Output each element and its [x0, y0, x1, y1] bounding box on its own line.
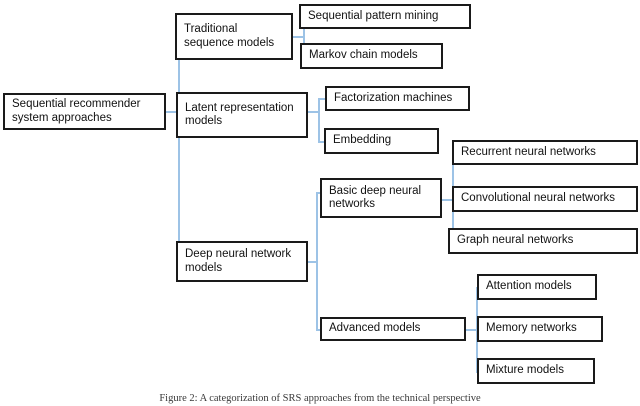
- connector-basic-stub: [441, 199, 453, 201]
- node-advanced-models[interactable]: Advanced models: [320, 317, 466, 341]
- connector-latent-trunk: [318, 98, 320, 142]
- node-mixture-models[interactable]: Mixture models: [477, 358, 595, 384]
- node-graph-neural-networks[interactable]: Graph neural networks: [448, 228, 638, 254]
- connector-traditional-trunk: [303, 20, 305, 57]
- connector-root-trunk: [178, 36, 180, 262]
- node-convolutional-neural-networks[interactable]: Convolutional neural networks: [452, 186, 638, 212]
- node-root[interactable]: Sequential recommender system approaches: [3, 93, 166, 130]
- node-basic-deep-neural-networks[interactable]: Basic deep neural networks: [320, 178, 442, 218]
- node-deep-neural-network-models[interactable]: Deep neural network models: [176, 241, 308, 282]
- node-latent-representation-models[interactable]: Latent representation models: [176, 92, 308, 138]
- node-sequential-pattern-mining[interactable]: Sequential pattern mining: [299, 4, 471, 29]
- connector-latent-to-embedding: [318, 141, 326, 143]
- connector-deep-trunk: [316, 192, 318, 330]
- connector-advanced-stub: [465, 329, 477, 331]
- node-embedding[interactable]: Embedding: [324, 128, 439, 154]
- node-attention-models[interactable]: Attention models: [477, 274, 597, 300]
- connector-latent-to-factorization: [318, 98, 326, 100]
- figure-caption: Figure 2: A categorization of SRS approa…: [159, 393, 481, 404]
- connector-traditional-stub: [292, 36, 304, 38]
- node-traditional-sequence-models[interactable]: Traditional sequence models: [175, 13, 293, 60]
- node-memory-networks[interactable]: Memory networks: [477, 316, 603, 342]
- node-markov-chain-models[interactable]: Markov chain models: [300, 43, 443, 69]
- connector-latent-stub: [307, 111, 319, 113]
- connector-root-stub: [165, 111, 179, 113]
- node-recurrent-neural-networks[interactable]: Recurrent neural networks: [452, 140, 638, 165]
- connector-deep-stub: [307, 261, 317, 263]
- node-factorization-machines[interactable]: Factorization machines: [325, 86, 470, 111]
